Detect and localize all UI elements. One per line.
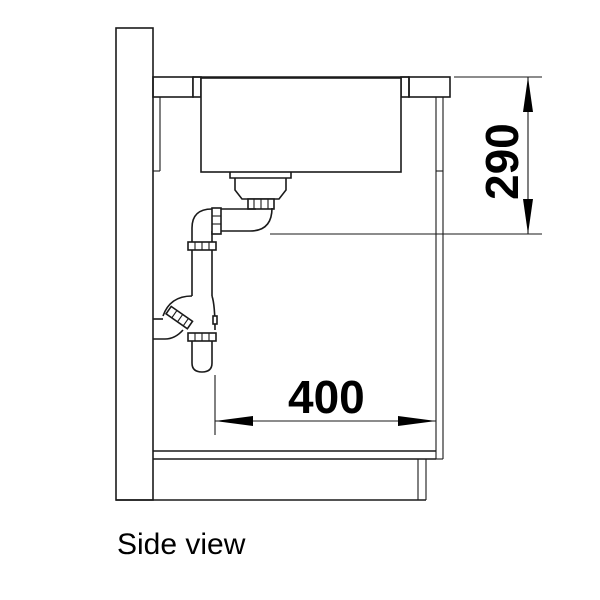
sink-basin [200,77,402,173]
countertop [152,76,451,98]
drain-strainer [229,172,292,210]
cabinet-side-panel [435,97,444,460]
cabinet-left-frame [153,97,161,172]
siphon-trap [153,207,273,373]
drawing-caption: Side view [117,528,246,561]
dimension-290-label: 290 [476,123,528,200]
wall [115,27,154,501]
cabinet-base [116,450,436,501]
dimension-400: 400 [214,371,436,435]
dimension-290: 290 [270,76,542,235]
dimension-400-label: 400 [288,371,365,423]
